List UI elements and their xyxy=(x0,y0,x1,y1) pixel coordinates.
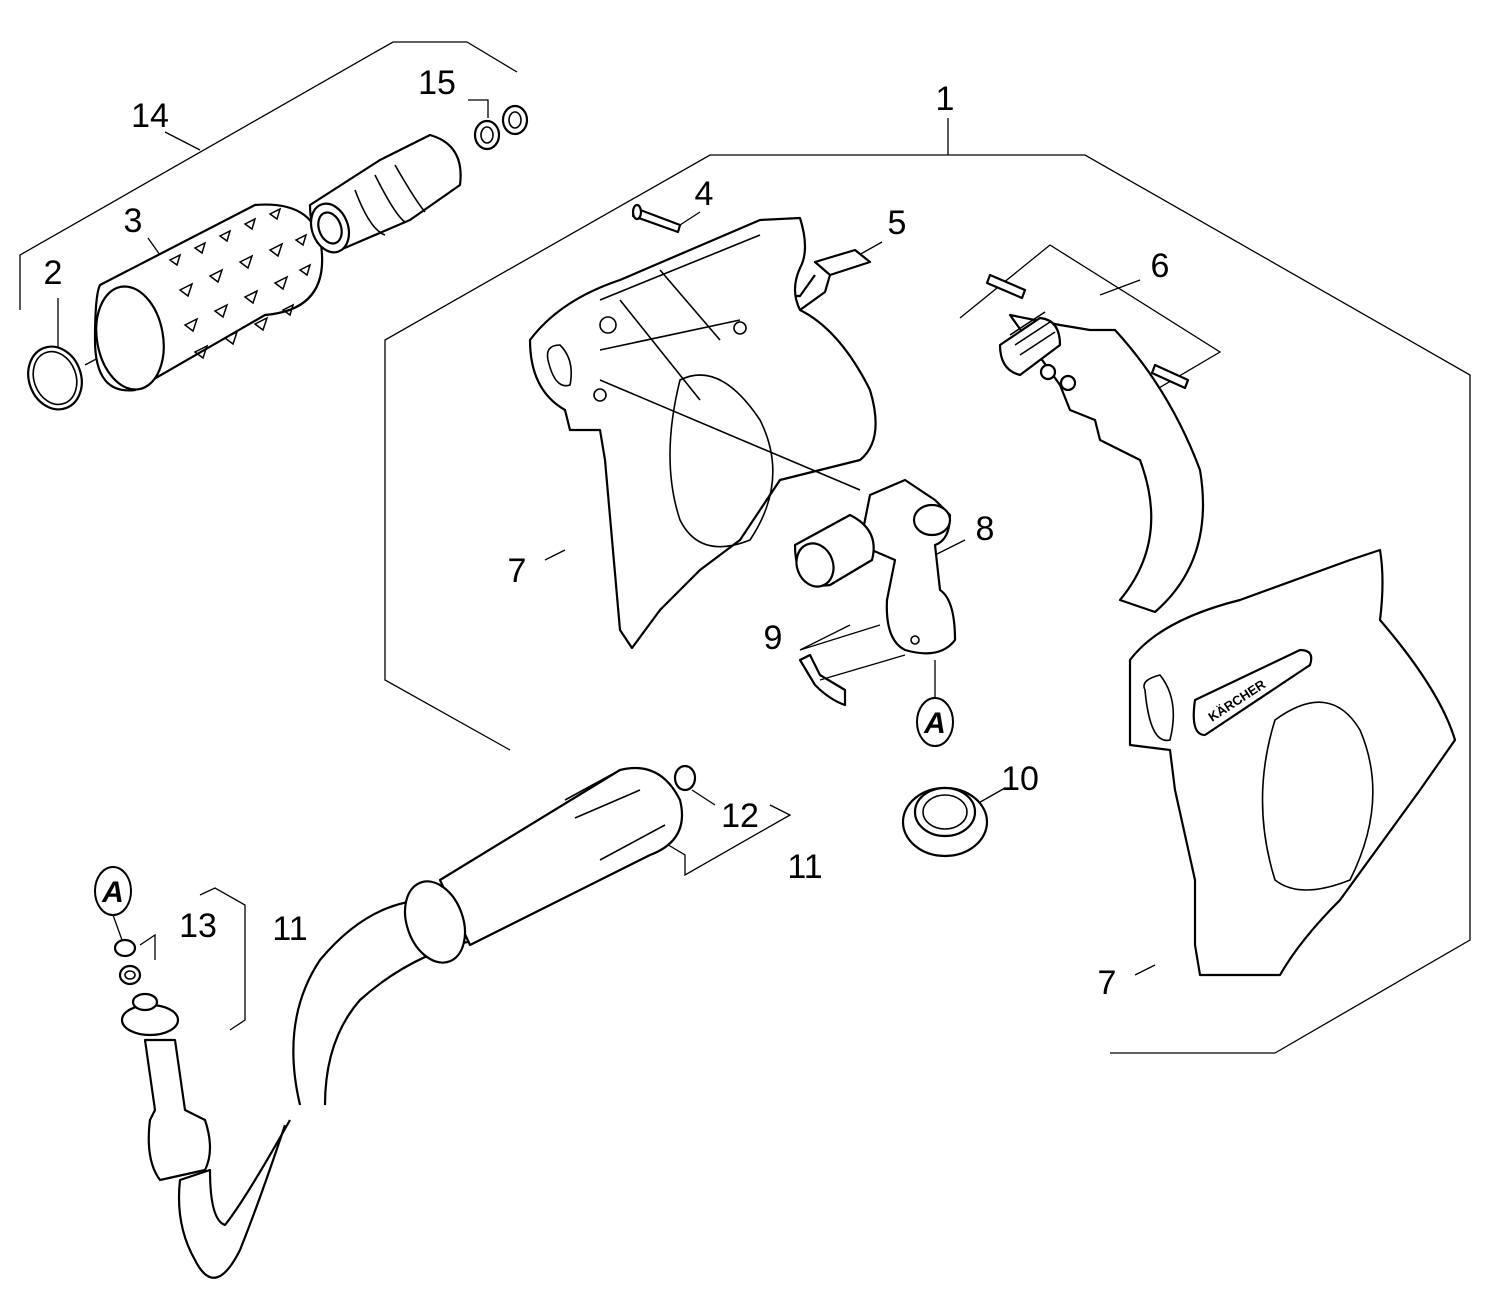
group-bracket-1 xyxy=(384,154,1471,1054)
leader-3 xyxy=(147,237,161,256)
hose-end-fitting xyxy=(120,992,212,1182)
housing-half-part-7 xyxy=(528,216,877,650)
leader-A2 xyxy=(112,914,123,941)
callout-10: 10 xyxy=(1001,760,1039,798)
leader-14 xyxy=(164,131,201,151)
callout-11b: 11 xyxy=(272,910,307,948)
o-ring-part-12 xyxy=(673,764,697,792)
callout-11a: 11 xyxy=(787,848,822,886)
leader-7b xyxy=(1134,964,1156,976)
screw-part-4 xyxy=(631,203,682,234)
callout-14: 14 xyxy=(131,97,169,135)
connector-marker-a1: A xyxy=(916,697,954,747)
o-rings-part-13 xyxy=(113,938,142,986)
circlip-part-2 xyxy=(27,345,83,411)
trigger-part-6 xyxy=(998,311,1205,614)
connector-a2-label: A xyxy=(101,876,124,909)
housing-half-part-7-right xyxy=(1128,548,1457,977)
callout-6: 6 xyxy=(1151,247,1170,285)
connector-marker-a2: A xyxy=(94,866,132,916)
quick-coupling xyxy=(308,133,462,254)
callout-4: 4 xyxy=(695,175,714,213)
callout-15: 15 xyxy=(418,64,456,102)
hose-part-11 xyxy=(177,766,684,1279)
callout-7a: 7 xyxy=(508,552,527,590)
angle-fitting-part-8 xyxy=(793,478,957,655)
callout-12: 12 xyxy=(721,797,759,835)
leader-12 xyxy=(691,789,716,806)
callout-5: 5 xyxy=(888,204,907,242)
o-rings-part-15 xyxy=(473,104,529,151)
callout-13: 13 xyxy=(179,907,217,945)
pins-part-6 xyxy=(985,273,1190,390)
callout-3: 3 xyxy=(124,202,143,240)
leader-7a xyxy=(544,549,566,561)
bushing-part-10 xyxy=(901,786,989,858)
callout-9: 9 xyxy=(764,619,783,657)
retaining-clip-part-9 xyxy=(798,624,906,707)
callout-2: 2 xyxy=(44,254,63,292)
leader-8 xyxy=(934,539,966,556)
connector-a1-label: A xyxy=(923,707,946,740)
bracket-13 xyxy=(139,933,156,960)
bracket-11b xyxy=(199,887,246,1031)
callout-7b: 7 xyxy=(1098,964,1117,1002)
leader-4 xyxy=(679,211,701,226)
bracket-11a xyxy=(659,804,792,877)
callout-8: 8 xyxy=(976,510,995,548)
leader-9 xyxy=(799,624,851,651)
callout-1: 1 xyxy=(936,80,955,118)
group-bracket-14 xyxy=(19,41,518,310)
nozzle-sleeve-part-3 xyxy=(93,203,324,392)
leader-6 xyxy=(1099,279,1141,296)
group-bracket-15 xyxy=(468,99,489,118)
